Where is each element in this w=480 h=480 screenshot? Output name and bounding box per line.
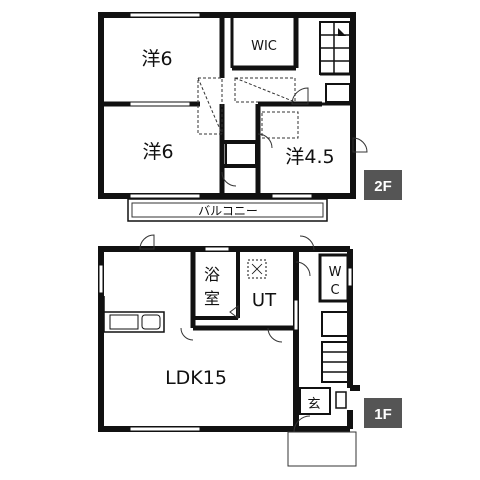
kitchen-counter <box>103 296 165 333</box>
window <box>98 264 104 294</box>
door-swing <box>352 137 368 153</box>
room-label-western-small: 洋4.5 <box>285 146 334 168</box>
closet-dashed <box>261 111 299 139</box>
balcony <box>127 198 328 222</box>
dashed-line <box>197 77 223 135</box>
balcony-label: バルコニー <box>198 204 258 218</box>
room-label-western-mid: 洋6 <box>142 141 173 163</box>
floor-1-badge-text: 1F <box>374 406 392 423</box>
floor-1-badge <box>364 398 402 428</box>
closet <box>225 141 257 167</box>
staircase-2f <box>319 21 351 76</box>
room-label-bath-2: 室 <box>204 289 220 308</box>
entrance-area <box>299 387 331 415</box>
floor-2-badge-text: 2F <box>374 178 392 195</box>
door-swing <box>139 234 155 250</box>
closet-dashed <box>197 77 223 135</box>
room-label-wc-1: W <box>329 265 342 280</box>
porch <box>287 431 357 467</box>
room-label-bath-1: 浴 <box>204 265 220 284</box>
closet <box>325 83 351 103</box>
window <box>129 193 201 199</box>
window <box>129 426 201 432</box>
room-label-utility: UT <box>252 290 277 311</box>
door-swing <box>267 327 283 343</box>
window <box>204 246 230 252</box>
door-swing <box>180 327 194 341</box>
floor-1-plan <box>98 234 360 467</box>
room-label-western-top: 洋6 <box>141 48 172 70</box>
door-swing <box>293 415 311 433</box>
room-label-wic: WIC <box>251 39 277 54</box>
floor-2-badge <box>364 170 402 200</box>
closet-dashed <box>234 77 296 103</box>
room-label-entrance: 玄 <box>307 397 320 412</box>
staircase-1f <box>321 341 349 383</box>
floor-2-plan <box>98 12 368 222</box>
room-label-ldk: LDK15 <box>165 367 227 389</box>
window <box>129 12 201 18</box>
door-swing <box>221 171 237 187</box>
closet <box>321 311 349 337</box>
door-swing <box>229 305 239 319</box>
door-swing <box>295 261 311 277</box>
shoe-box <box>335 391 347 409</box>
window <box>347 267 353 287</box>
door-swing <box>257 133 273 149</box>
dashed-line <box>234 77 296 103</box>
washing-machine-space <box>247 259 267 279</box>
window <box>293 299 299 331</box>
floor-1-outer-wall <box>98 246 299 432</box>
room-label-wc-2: C <box>330 283 339 298</box>
window <box>271 193 313 199</box>
door-swing <box>299 235 315 251</box>
window <box>129 101 191 107</box>
door-swing <box>291 87 309 105</box>
